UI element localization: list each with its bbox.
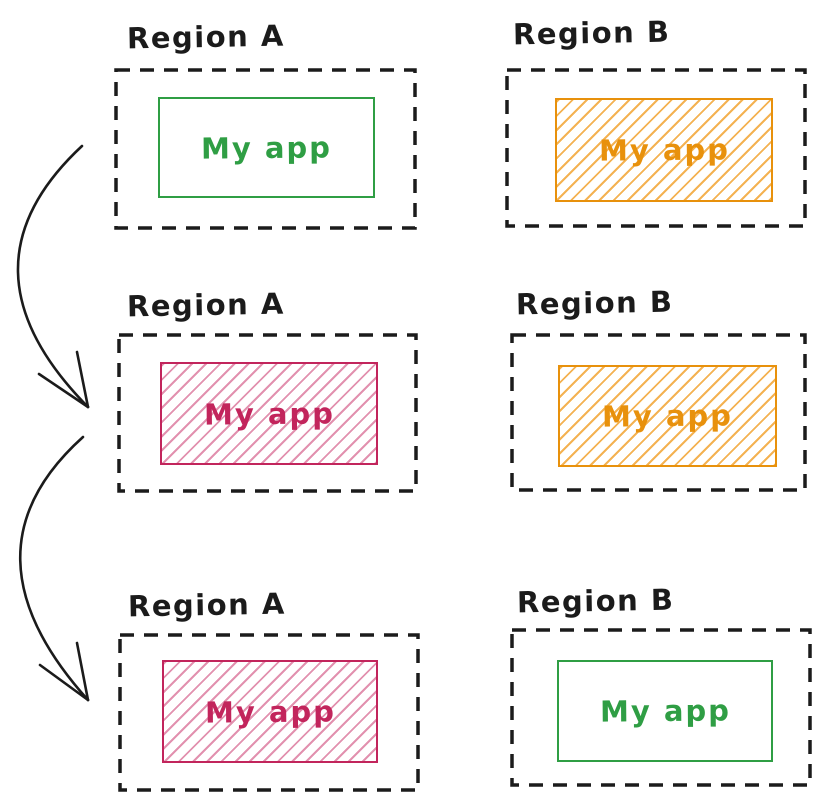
region-boundary bbox=[510, 333, 807, 492]
region-label: Region A bbox=[127, 586, 287, 624]
app-box: My app bbox=[158, 97, 375, 198]
arrow-row2-to-row3 bbox=[18, 435, 90, 702]
app-box: My app bbox=[555, 98, 773, 202]
app-box: My app bbox=[558, 365, 777, 467]
app-label: My app bbox=[204, 693, 336, 730]
app-box: My app bbox=[160, 362, 378, 465]
app-label: My app bbox=[200, 129, 333, 166]
region-boundary bbox=[117, 333, 418, 493]
region-label: Region B bbox=[515, 284, 674, 322]
region-label: Region A bbox=[126, 286, 286, 324]
region-label: Region B bbox=[516, 582, 675, 620]
region-boundary bbox=[118, 633, 420, 792]
region-cell-row2-a: Region A My app bbox=[117, 287, 418, 493]
region-label: Region B bbox=[512, 14, 671, 52]
app-label: My app bbox=[601, 398, 734, 434]
region-label: Region A bbox=[126, 18, 286, 56]
app-box: My app bbox=[557, 660, 773, 762]
region-cell-row1-a: Region A My app bbox=[114, 19, 417, 230]
region-cell-row3-a: Region A My app bbox=[118, 587, 420, 792]
arrow-row1-to-row2 bbox=[16, 144, 90, 409]
app-label: My app bbox=[598, 132, 730, 168]
app-label: My app bbox=[203, 395, 335, 432]
region-boundary bbox=[505, 68, 807, 228]
app-box: My app bbox=[162, 660, 378, 763]
app-label: My app bbox=[599, 693, 731, 729]
region-cell-row3-b: Region B My app bbox=[510, 583, 812, 787]
region-cell-row1-b: Region B My app bbox=[505, 15, 807, 228]
region-cell-row2-b: Region B My app bbox=[510, 285, 807, 492]
region-boundary bbox=[114, 68, 417, 230]
region-boundary bbox=[510, 628, 812, 787]
